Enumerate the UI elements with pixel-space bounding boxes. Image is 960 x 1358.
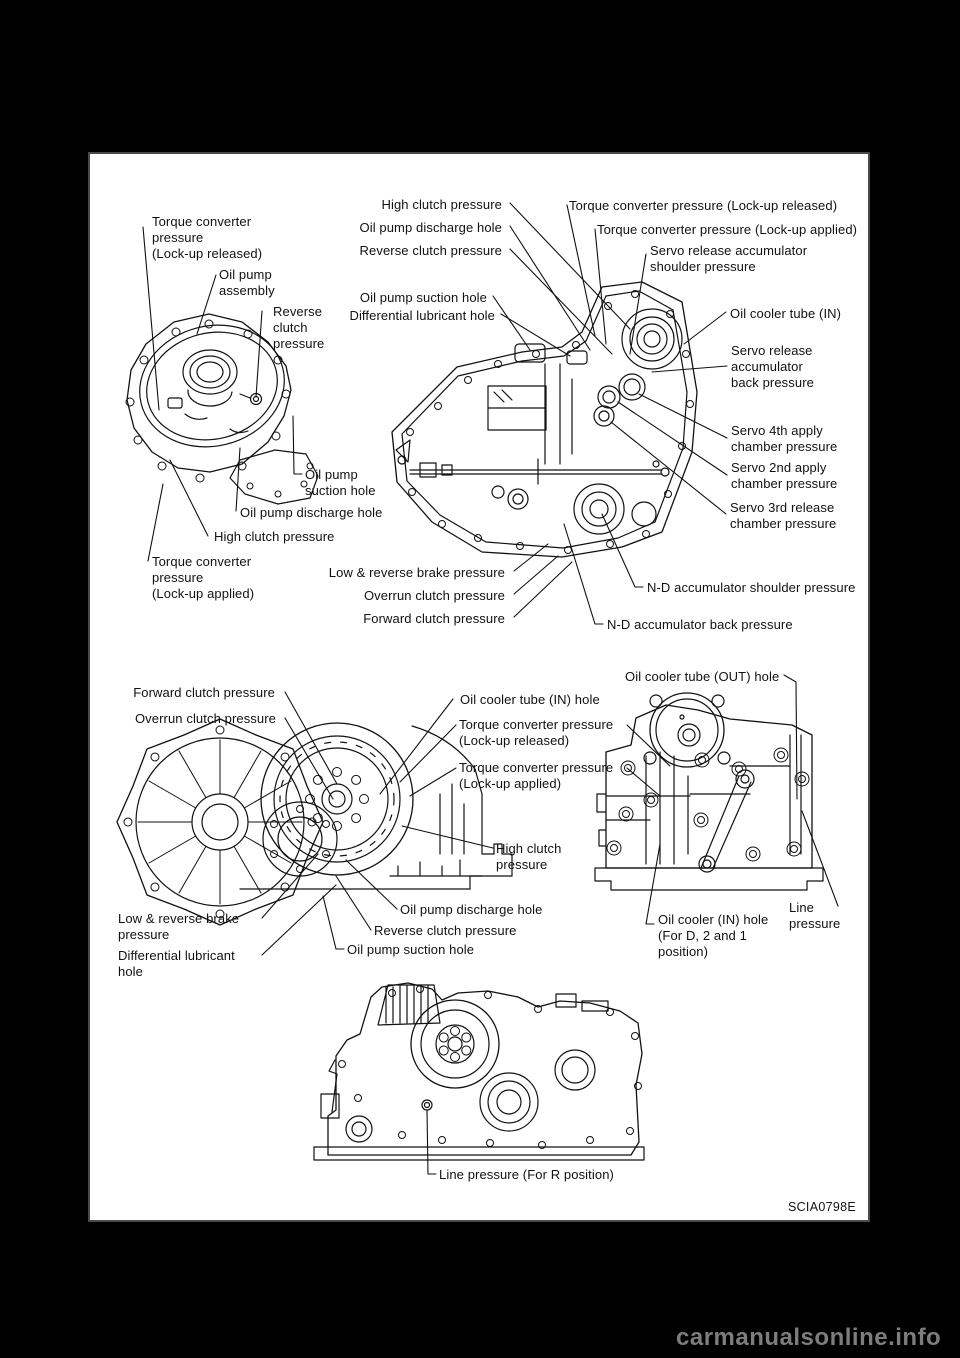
figure-code: SCIA0798E <box>787 1200 856 1214</box>
label-oil-cooler-tube-out-hole: Oil cooler tube (OUT) hole <box>625 669 780 684</box>
label-servo-4th-apply-chamber-pressure: Servo 4th apply chamber pressure <box>731 423 838 454</box>
transmission-rear-view-drawing <box>314 983 644 1160</box>
label-oil-pump-suction-hole-left: Oil pump suction hole <box>305 467 376 498</box>
label-high-clutch-pressure-left: High clutch pressure <box>214 529 335 544</box>
label-servo-release-accumulator-back-pressure: Servo release accumulator back pressure <box>731 343 814 390</box>
label-forward-clutch-pressure-mid: Forward clutch pressure <box>133 685 275 700</box>
label-oil-pump-suction-hole-top: Oil pump suction hole <box>359 290 487 305</box>
label-reverse-clutch-pressure-mid: Reverse clutch pressure <box>374 923 517 938</box>
label-low-reverse-brake-pressure-top: Low & reverse brake pressure <box>328 565 505 580</box>
label-torque-converter-pressure-lockup-released-left: Torque converter pressure (Lock-up relea… <box>152 214 263 261</box>
label-reverse-clutch-pressure-top: Reverse clutch pressure <box>359 243 502 258</box>
label-torque-converter-pressure-lockup-applied-mid: Torque converter pressure (Lock-up appli… <box>459 760 614 791</box>
label-torque-converter-pressure-lockup-released-mid: Torque converter pressure (Lock-up relea… <box>459 717 614 748</box>
label-servo-release-accumulator-shoulder-pressure: Servo release accumulator shoulder press… <box>650 243 808 274</box>
label-overrun-clutch-pressure-mid: Overrun clutch pressure <box>134 711 276 726</box>
label-oil-pump-suction-hole-mid: Oil pump suction hole <box>347 942 475 957</box>
label-overrun-clutch-pressure-top: Overrun clutch pressure <box>363 588 505 603</box>
label-torque-converter-pressure-lockup-applied-left: Torque converter pressure (Lock-up appli… <box>152 554 255 601</box>
control-valve-case-drawing <box>392 282 697 557</box>
label-nd-accumulator-back-pressure: N-D accumulator back pressure <box>607 617 793 632</box>
label-differential-lubricant-hole-mid: Differential lubricant hole <box>118 948 235 979</box>
converter-housing-face-drawing <box>117 719 512 925</box>
label-high-clutch-pressure-top: High clutch pressure <box>381 197 502 212</box>
label-low-reverse-brake-pressure-mid: Low & reverse brake pressure <box>118 911 240 942</box>
label-oil-cooler-tube-in-hole-mid: Oil cooler tube (IN) hole <box>460 692 600 707</box>
label-oil-cooler-in-hole-d-2-1: Oil cooler (IN) hole (For D, 2 and 1 pos… <box>658 912 769 959</box>
label-line-pressure-r-position: Line pressure (For R position) <box>439 1167 614 1182</box>
label-reverse-clutch-pressure-left: Reverse clutch pressure <box>273 304 325 351</box>
manual-figure-sheet: Torque converter pressure (Lock-up relea… <box>88 152 870 1222</box>
label-nd-accumulator-shoulder-pressure: N-D accumulator shoulder pressure <box>647 580 856 595</box>
label-servo-3rd-release-chamber-pressure: Servo 3rd release chamber pressure <box>730 500 837 531</box>
label-oil-pump-assembly: Oil pump assembly <box>219 267 275 298</box>
label-servo-2nd-apply-chamber-pressure: Servo 2nd apply chamber pressure <box>731 460 838 491</box>
label-oil-pump-discharge-hole-mid: Oil pump discharge hole <box>400 902 543 917</box>
label-torque-converter-pressure-lockup-applied-right: Torque converter pressure (Lock-up appli… <box>597 222 858 237</box>
label-oil-pump-discharge-hole-top: Oil pump discharge hole <box>359 220 502 235</box>
transmission-case-end-drawing <box>595 693 823 890</box>
leader-lines <box>143 203 838 1174</box>
label-oil-cooler-tube-in: Oil cooler tube (IN) <box>730 306 842 321</box>
oil-pump-assembly-drawing <box>126 310 318 504</box>
label-differential-lubricant-hole-top: Differential lubricant hole <box>349 308 495 323</box>
label-line-pressure-mid: Line pressure <box>789 900 841 931</box>
transmission-line-art <box>90 154 868 1220</box>
label-high-clutch-pressure-mid: High clutch pressure <box>496 841 562 872</box>
label-torque-converter-pressure-lockup-released-right: Torque converter pressure (Lock-up relea… <box>569 198 838 213</box>
label-oil-pump-discharge-hole-left: Oil pump discharge hole <box>240 505 383 520</box>
watermark-text: carmanualsonline.info <box>676 1324 942 1351</box>
label-forward-clutch-pressure-top: Forward clutch pressure <box>363 611 505 626</box>
